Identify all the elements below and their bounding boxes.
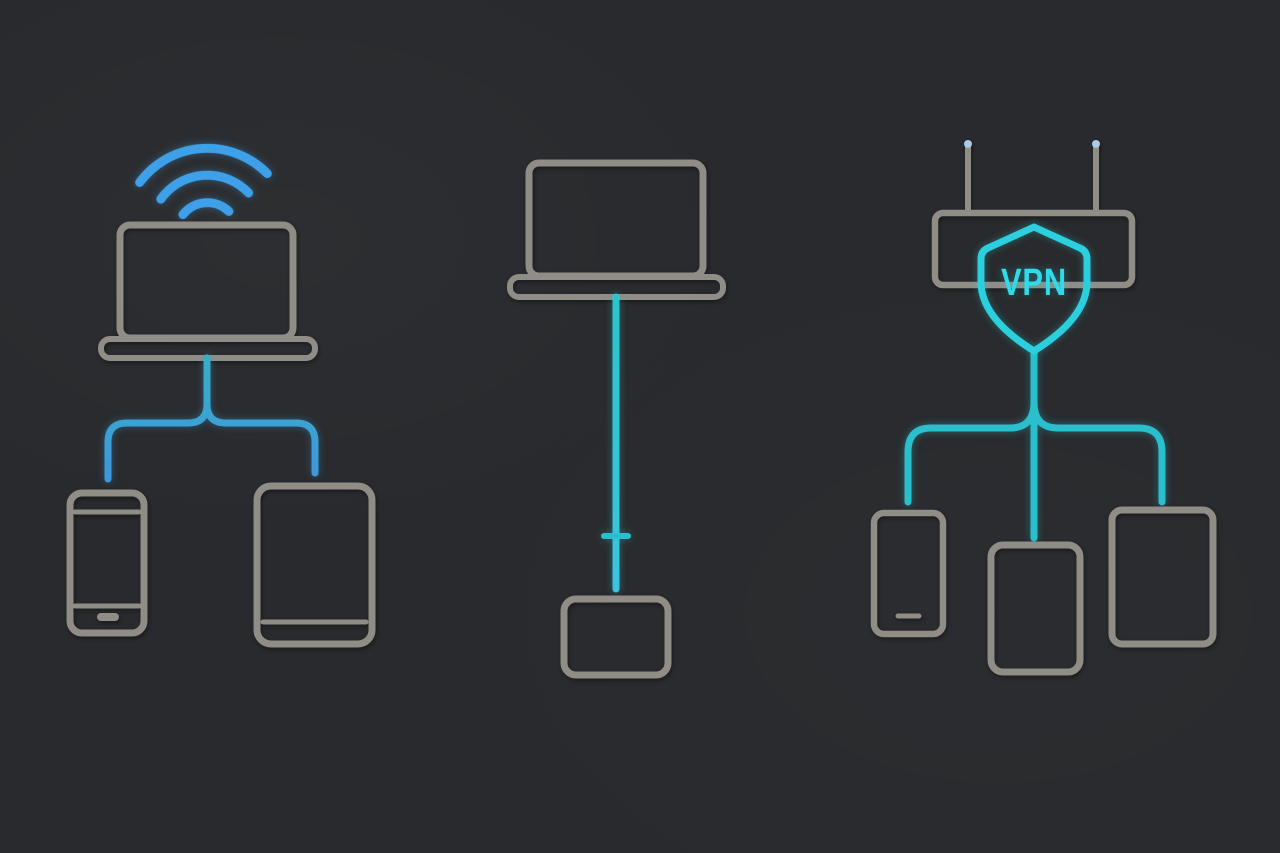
tablet-icon xyxy=(253,482,376,648)
phone-body xyxy=(66,489,148,637)
phone-body xyxy=(870,509,947,638)
wifi-sharing-panel xyxy=(66,143,376,648)
vpn-connection-lines xyxy=(904,347,1166,542)
vpn-shield-icon: VPN xyxy=(977,223,1091,355)
phone-home-button xyxy=(97,613,119,621)
router-body xyxy=(931,209,1136,289)
connection-line-to-phone xyxy=(904,398,1038,506)
tablet-icon xyxy=(1108,506,1217,648)
tablet-portrait-body xyxy=(987,541,1084,676)
connection-line-to-phone xyxy=(104,354,211,483)
wifi-arc-outer xyxy=(135,143,272,188)
vpn-router-panel: VPN xyxy=(870,140,1217,676)
connection-line-to-right-tablet xyxy=(1030,398,1166,506)
smartphone-icon xyxy=(66,489,148,637)
laptop-icon xyxy=(98,221,318,361)
connection-line-to-tablet xyxy=(203,354,319,477)
wifi-signal-icon xyxy=(135,143,272,220)
wired-connection-panel xyxy=(507,159,726,679)
antenna-left-tip xyxy=(964,140,972,148)
laptop-screen xyxy=(116,221,297,342)
tablet-body xyxy=(1108,506,1217,648)
cable-icon xyxy=(601,293,631,593)
modem-box-icon xyxy=(560,595,672,679)
vpn-label: VPN xyxy=(1001,262,1067,304)
smartphone-icon xyxy=(870,509,947,638)
tablet-portrait-icon xyxy=(987,541,1084,676)
antenna-right-tip xyxy=(1092,140,1100,148)
laptop-screen xyxy=(525,159,707,280)
wifi-arc-inner xyxy=(178,198,234,220)
wifi-arc-middle xyxy=(156,170,254,204)
laptop-icon xyxy=(507,159,726,300)
wifi-connection-lines xyxy=(104,354,319,483)
modem-body xyxy=(560,595,672,679)
router-icon xyxy=(931,140,1136,289)
vpn-shield-outline xyxy=(977,223,1091,355)
tablet-body xyxy=(253,482,376,648)
